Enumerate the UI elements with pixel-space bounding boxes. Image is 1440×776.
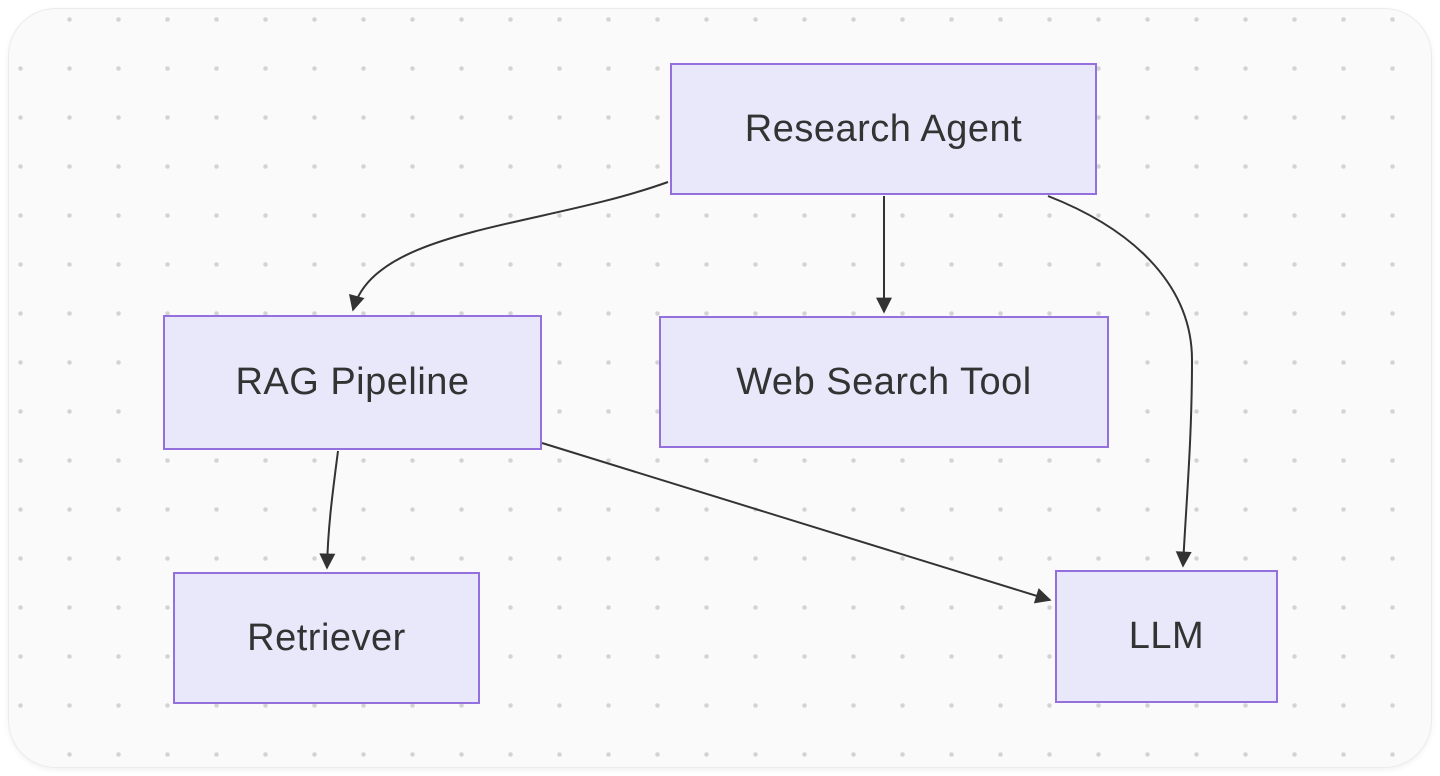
node-web-search-tool-label: Web Search Tool	[736, 360, 1032, 403]
node-retriever[interactable]: Retriever	[173, 572, 480, 704]
node-llm[interactable]: LLM	[1055, 570, 1278, 703]
node-research-agent[interactable]: Research Agent	[670, 63, 1097, 195]
node-rag-pipeline[interactable]: RAG Pipeline	[163, 315, 542, 450]
node-rag-pipeline-label: RAG Pipeline	[235, 361, 470, 403]
node-llm-label: LLM	[1128, 615, 1205, 657]
node-research-agent-label: Research Agent	[744, 107, 1023, 150]
node-web-search-tool[interactable]: Web Search Tool	[659, 316, 1109, 448]
node-retriever-label: Retriever	[247, 616, 406, 659]
